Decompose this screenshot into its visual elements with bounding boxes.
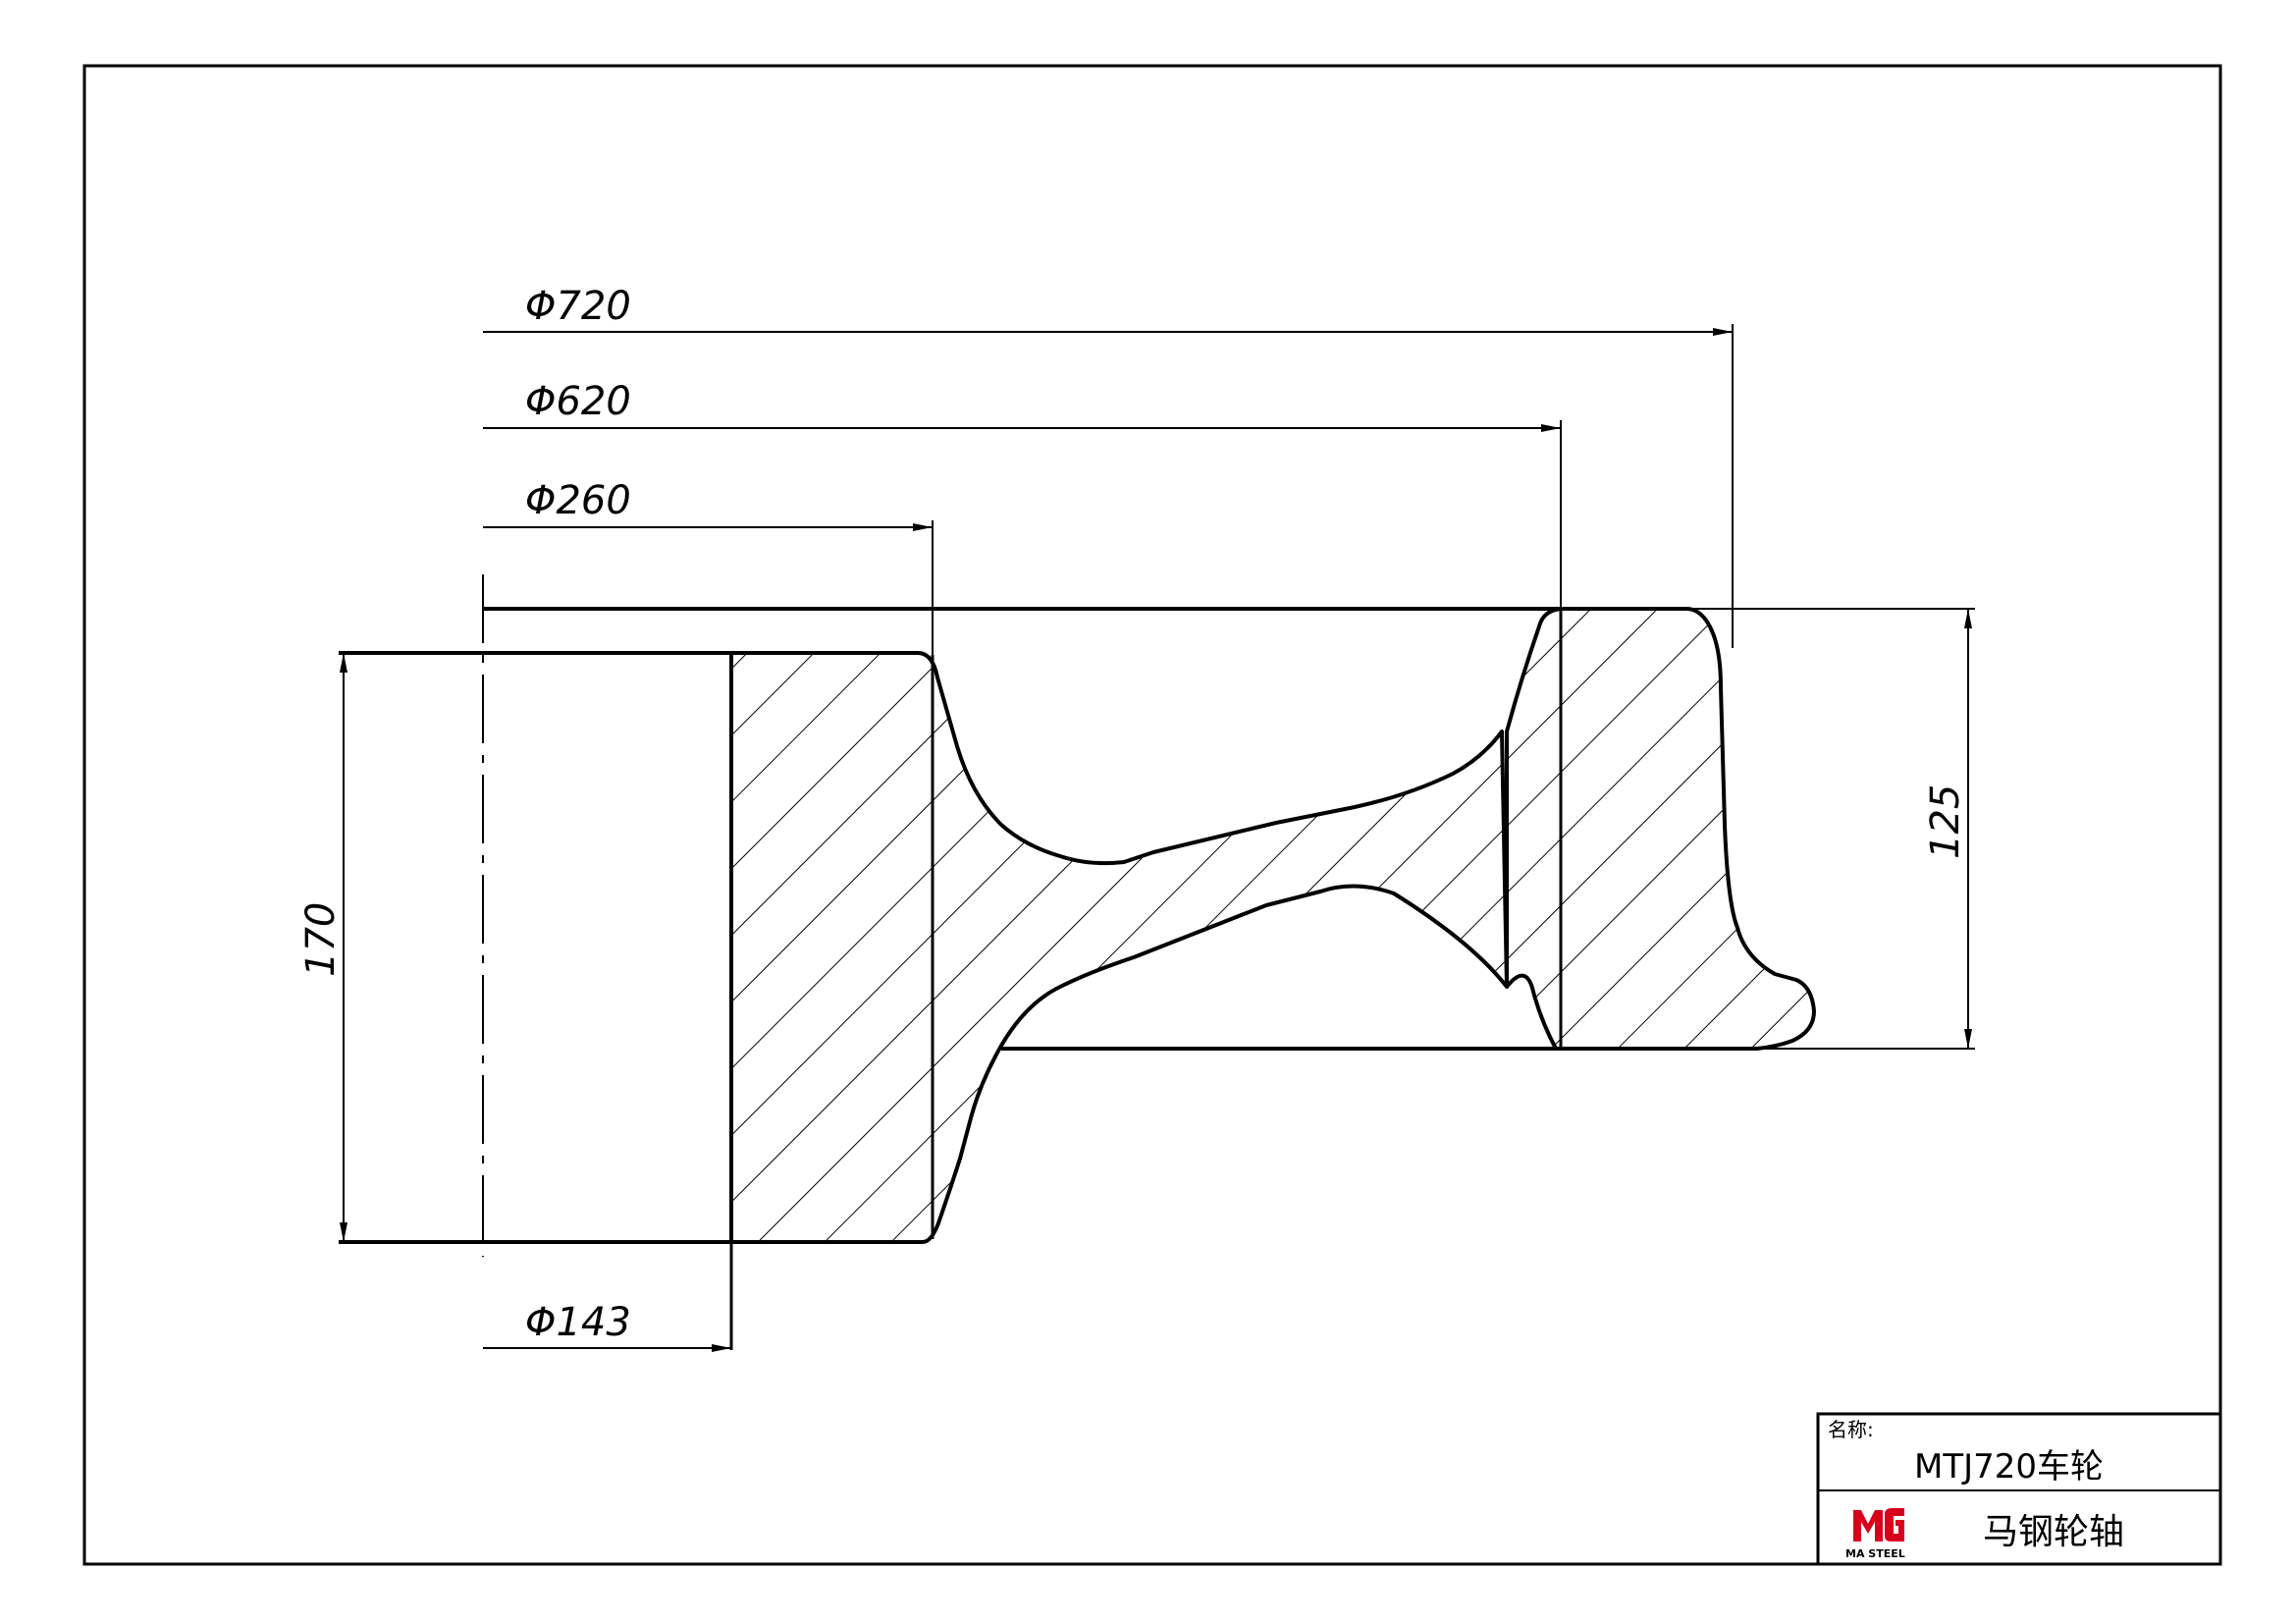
dimension-d260: Φ260: [483, 478, 934, 655]
rim-section: [1505, 607, 1816, 1051]
title-block: 名称: MTJ720车轮 MA STEEL 马钢轮轴: [1816, 1412, 2222, 1566]
company-name: 马钢轮轴: [1983, 1512, 2124, 1552]
dim-label-d720: Φ720: [525, 284, 631, 329]
name-label: 名称:: [1828, 1418, 1874, 1441]
wheel-cross-section: [729, 607, 1816, 1244]
dim-label-170: 170: [298, 902, 344, 977]
dimension-125: 125: [1923, 609, 1972, 1049]
dim-label-d620: Φ620: [525, 379, 631, 424]
dimension-d620: Φ620: [483, 379, 1562, 609]
name-value: MTJ720车轮: [1914, 1447, 2104, 1487]
bore-outline: [339, 607, 1975, 1350]
drawing-border: [82, 64, 2222, 1566]
dimension-d720: Φ720: [483, 284, 1734, 648]
dimension-d143: Φ143: [483, 1300, 731, 1352]
logo-text: MA STEEL: [1845, 1547, 1905, 1560]
hub-section: [729, 651, 1509, 1244]
masteel-logo-icon: MA STEEL: [1845, 1508, 1905, 1560]
dim-label-125: 125: [1923, 784, 1968, 859]
dim-label-d143: Φ143: [525, 1300, 631, 1345]
dimension-170: 170: [298, 653, 347, 1242]
dim-label-d260: Φ260: [525, 478, 631, 523]
